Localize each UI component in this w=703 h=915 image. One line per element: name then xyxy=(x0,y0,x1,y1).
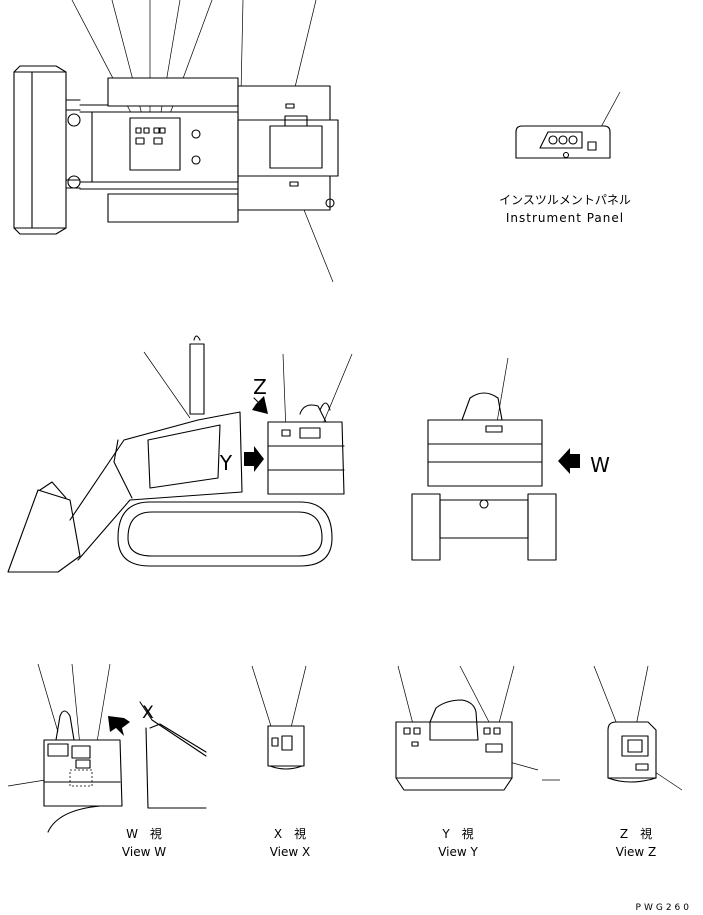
top-view-leader-lines xyxy=(71,0,334,283)
view-y-caption-jp: Y 視 xyxy=(441,826,473,841)
view-z-caption-jp: Z 視 xyxy=(620,826,652,841)
view-x-arrow xyxy=(108,716,130,736)
view-w-caption-en: View W xyxy=(122,845,166,859)
view-z-letter: Z xyxy=(253,375,267,399)
view-w-letter: W xyxy=(590,453,610,477)
view-x-caption-jp: X 視 xyxy=(274,826,306,841)
view-z-caption-en: View Z xyxy=(616,845,657,859)
view-w-drawing xyxy=(7,663,207,833)
view-x-letter: X xyxy=(142,703,154,723)
view-z-drawing xyxy=(593,665,683,791)
figure-code: PWG260 xyxy=(636,903,692,913)
view-y-letter: Y xyxy=(219,451,233,475)
view-y-arrow xyxy=(244,446,264,472)
view-x-caption-en: View X xyxy=(270,845,311,859)
rear-view-drawing xyxy=(411,357,580,561)
view-y-drawing xyxy=(395,665,560,791)
instrument-panel-caption-en: Instrument Panel xyxy=(506,211,624,225)
instrument-panel-caption-jp: インスツルメントパネル xyxy=(499,193,631,207)
view-w-caption-jp: W 視 xyxy=(126,826,162,841)
view-z-arrow xyxy=(252,396,268,414)
view-x-drawing xyxy=(251,665,307,770)
top-view-drawing xyxy=(13,0,339,283)
instrument-panel-drawing xyxy=(515,91,621,159)
view-y-caption-en: View Y xyxy=(438,845,478,859)
side-view-drawing xyxy=(7,335,353,573)
view-w-arrow xyxy=(558,448,580,474)
